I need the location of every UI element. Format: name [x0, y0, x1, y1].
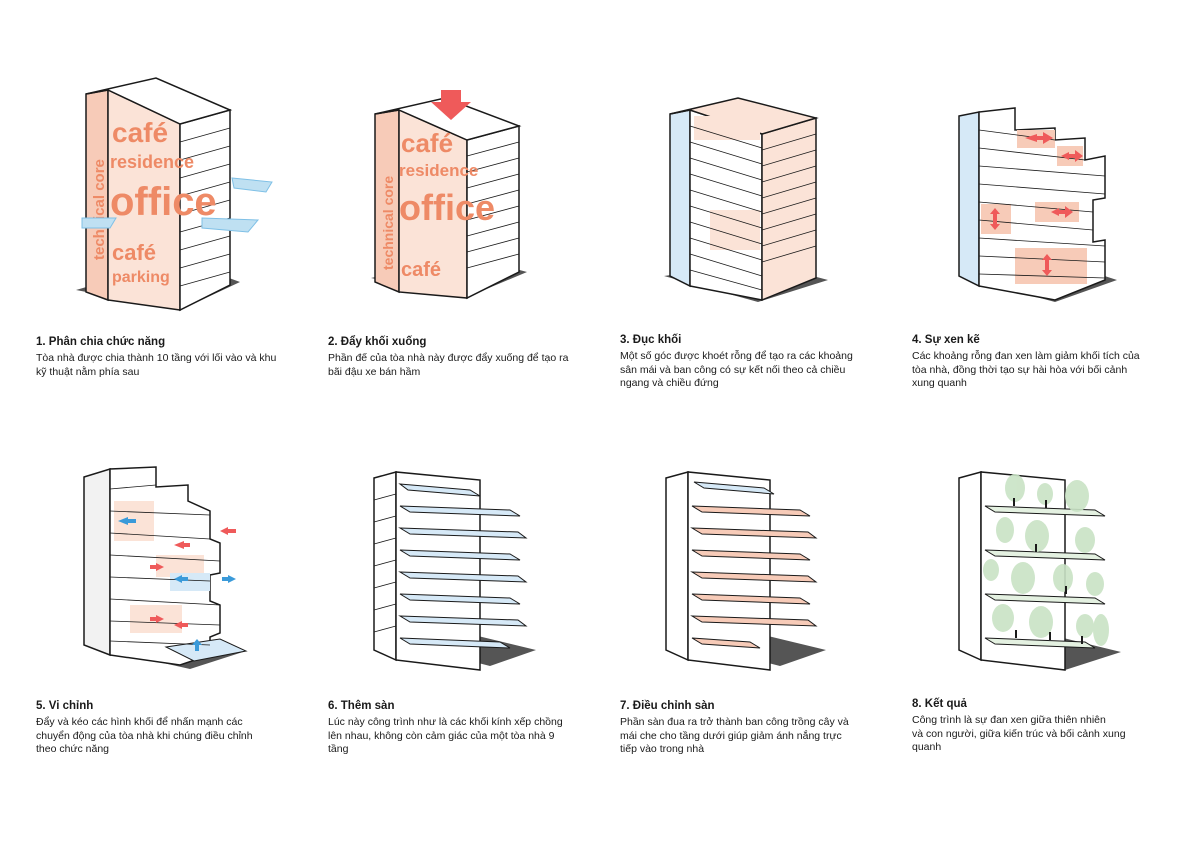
label-technical-core: technical core: [91, 159, 108, 260]
interlock-arrows: [990, 132, 1083, 276]
step-5-caption: 5. Vi chỉnh Đẩy và kéo các hình khối để …: [36, 700, 306, 757]
label-office: office: [399, 187, 495, 228]
circulation-core: [958, 111, 980, 288]
step-1-caption: 1. Phân chia chức năng Tòa nhà được chia…: [36, 336, 306, 379]
floor-lines: [179, 127, 231, 287]
circulation-core: [669, 109, 691, 288]
diagram-step-2: café residence office café technical cor…: [355, 80, 575, 310]
step-2-description: Phần đế của tòa nhà này được đẩy xuống đ…: [328, 352, 569, 378]
building-added-slabs: [373, 471, 536, 671]
diagram-step-1: café residence office café parking techn…: [60, 60, 300, 320]
step-3-description: Một số góc được khoét rỗng để tạo ra các…: [620, 350, 853, 389]
step-1-title: 1. Phân chia chức năng: [36, 336, 166, 348]
building-functional-division: café residence office café parking techn…: [76, 77, 273, 312]
push-arrows: [150, 527, 236, 629]
roof: [85, 77, 233, 125]
glass-slabs: [398, 483, 528, 649]
step-6-caption: 6. Thêm sàn Lúc này công trình như là cá…: [328, 700, 598, 757]
floor-lines: [109, 484, 221, 646]
label-residence: residence: [110, 152, 194, 172]
core-block: [373, 471, 397, 662]
wind-arrows: [81, 177, 273, 233]
step-7-description: Phần sàn đua ra trở thành ban công trồng…: [620, 716, 849, 755]
planted-slabs: [984, 505, 1106, 649]
balcony-slabs: [690, 505, 818, 649]
building-interlocking: [958, 107, 1117, 302]
step-4-title: 4. Sự xen kẽ: [912, 334, 980, 346]
building-pushed-down: café residence office café technical cor…: [371, 90, 527, 300]
step-3-title: 3. Đục khối: [620, 334, 682, 346]
step-8-caption: 8. Kết quả Công trình là sự đan xen giữa…: [912, 698, 1182, 755]
roof: [374, 97, 522, 141]
diagram-step-5: [70, 455, 280, 685]
core-block: [83, 467, 111, 657]
step-7-caption: 7. Điều chỉnh sàn Phần sàn đua ra trở th…: [620, 700, 890, 757]
step-8-description: Công trình là sự đan xen giữa thiên nhiê…: [912, 714, 1126, 753]
building-final-result: [958, 471, 1121, 671]
step-7-title: 7. Điều chỉnh sàn: [620, 700, 715, 712]
diagram-step-7: [650, 460, 850, 680]
step-4-caption: 4. Sự xen kẽ Các khoảng rỗng đan xen làm…: [912, 334, 1182, 391]
diagram-step-4: [945, 90, 1145, 315]
blue-volume: [170, 573, 210, 591]
step-2-title: 2. Đẩy khối xuống: [328, 336, 427, 348]
building-adjusted-slabs: [665, 471, 826, 671]
diagram-step-6: [360, 460, 560, 680]
step-2-caption: 2. Đẩy khối xuống Phần đế của tòa nhà nà…: [328, 336, 598, 379]
label-cafe-bottom: café: [112, 240, 156, 265]
step-5-description: Đẩy và kéo các hình khối để nhấn mạnh cá…: [36, 716, 253, 755]
trees: [983, 474, 1109, 646]
step-6-title: 6. Thêm sàn: [328, 700, 395, 712]
top-glass-slab: [693, 481, 775, 495]
label-cafe-top: café: [112, 117, 168, 148]
core-floor-lines: [373, 493, 397, 633]
label-residence: residence: [399, 161, 478, 180]
pull-arrows: [118, 517, 236, 651]
push-down-arrow: [431, 90, 471, 120]
core-block: [958, 471, 982, 662]
people-markers: [1013, 498, 1083, 644]
diagram-step-3: [650, 90, 850, 315]
step-5-title: 5. Vi chỉnh: [36, 700, 94, 712]
floor-lines: [689, 125, 817, 291]
step-3-caption: 3. Đục khối Một số góc được khoét rỗng đ…: [620, 334, 890, 391]
step-4-description: Các khoảng rỗng đan xen làm giảm khối tí…: [912, 350, 1140, 389]
step-6-description: Lúc này công trình như là các khối kính …: [328, 716, 563, 755]
core-block: [665, 471, 689, 662]
parking-slab: [164, 638, 248, 662]
step-8-title: 8. Kết quả: [912, 698, 967, 710]
floor-lines: [978, 129, 1106, 279]
label-cafe-bottom: café: [401, 259, 441, 281]
label-technical-core: technical core: [380, 176, 396, 270]
building-fine-tuning: [83, 466, 248, 669]
carved-voids: [694, 116, 812, 250]
label-parking: parking: [112, 269, 170, 286]
step-1-description: Tòa nhà được chia thành 10 tầng với lối …: [36, 352, 277, 378]
building-carved: [664, 97, 828, 302]
label-cafe-top: café: [401, 128, 453, 158]
label-office: office: [110, 180, 217, 224]
highlight-volumes: [114, 501, 204, 633]
floor-lines: [466, 141, 520, 269]
diagram-step-8: [945, 460, 1145, 680]
